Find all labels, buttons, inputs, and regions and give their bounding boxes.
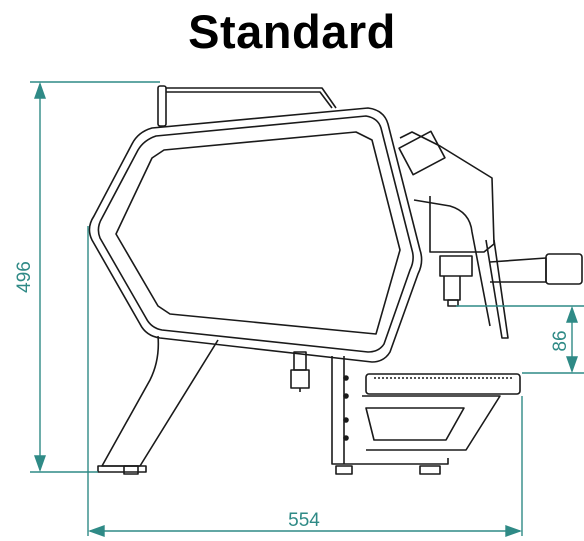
drip-tray — [362, 373, 521, 451]
top-handle — [157, 85, 337, 127]
left-leg — [97, 335, 219, 475]
height-label: 496 — [14, 261, 35, 293]
center-column — [331, 356, 449, 475]
dimension-drip — [456, 305, 584, 374]
hexagon-body — [88, 107, 423, 363]
page-title: Standard — [188, 5, 396, 58]
group-head — [398, 130, 509, 339]
drip-height-label: 86 — [550, 330, 571, 351]
dimension-height — [30, 81, 160, 473]
steam-arm — [489, 253, 583, 285]
drain-valve — [290, 351, 310, 392]
dimension-width — [87, 226, 523, 537]
width-label: 554 — [288, 510, 320, 531]
